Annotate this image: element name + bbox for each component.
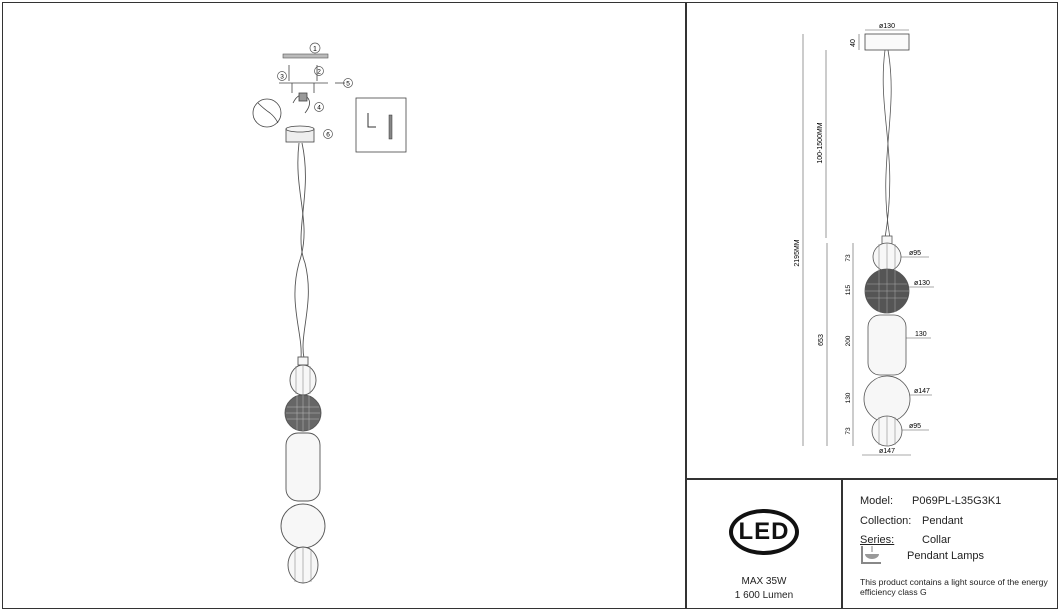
collection-value: Pendant xyxy=(922,515,963,527)
segment-width-2: ø130 xyxy=(914,280,930,287)
callout-2-circle xyxy=(314,66,324,76)
segment-width-1: ø95 xyxy=(909,250,921,257)
lumen-output: 1 600 Lumen xyxy=(734,590,794,601)
product-info-panel: Model: P069PL-L35G3K1 Collection: Pendan… xyxy=(842,479,1058,609)
product-type: Pendant Lamps xyxy=(907,550,985,562)
dim-cables xyxy=(882,49,892,239)
connector-inset xyxy=(355,97,407,153)
callout-3-circle xyxy=(277,71,287,81)
dim-lamp-body xyxy=(863,235,911,447)
led-logo: LED xyxy=(729,509,799,555)
max-power: MAX 35W xyxy=(741,576,787,587)
canopy-diameter: ø130 xyxy=(879,23,895,30)
dim-crystal-mesh xyxy=(865,269,909,313)
body-height: 653 xyxy=(818,334,825,346)
segment-width-4: ø147 xyxy=(914,388,930,395)
base-width: ø147 xyxy=(879,448,895,455)
series-value: Collar xyxy=(922,534,951,546)
callout-2: 2 xyxy=(317,69,321,76)
dimension-drawing-panel: ø130 40 2195MM 100-1500MM 653 73 115 200… xyxy=(686,2,1058,479)
pendant-lamp-icon xyxy=(861,546,881,564)
dim-canopy xyxy=(864,33,910,51)
model-value: P069PL-L35G3K1 xyxy=(912,495,1002,507)
segment-width-5: ø95 xyxy=(909,423,921,430)
pendant-perspective-drawing: 1 2 3 5 4 xyxy=(252,42,407,584)
callout-5: 5 xyxy=(346,81,350,88)
width-leaders xyxy=(901,256,934,431)
callout-4: 4 xyxy=(317,105,321,112)
cable-length: 100-1500MM xyxy=(817,122,824,163)
crystal-mesh xyxy=(286,395,320,431)
callout-5-circle xyxy=(343,78,353,88)
wiring-detail xyxy=(252,92,310,128)
lamp-body xyxy=(280,356,326,584)
segment-height-4: 130 xyxy=(845,392,852,403)
callout-6-circle xyxy=(323,129,333,139)
energy-note: This product contains a light source of … xyxy=(860,577,1048,597)
suspension-cables xyxy=(294,142,309,359)
segment-width-3: 130 xyxy=(915,331,927,338)
segment-height-2: 115 xyxy=(845,284,852,295)
callout-4-circle xyxy=(314,102,324,112)
callout-6: 6 xyxy=(326,132,330,139)
ceiling-hatch xyxy=(282,53,329,59)
main-drawing-panel: 1 2 3 5 4 xyxy=(2,2,686,609)
segment-height-5: 73 xyxy=(845,427,852,435)
collection-label: Collection: xyxy=(860,515,912,527)
dimension-drawing: ø130 40 2195MM 100-1500MM 653 73 115 200… xyxy=(794,23,934,456)
model-label: Model: xyxy=(860,495,894,507)
callout-3: 3 xyxy=(280,74,284,81)
series-label: Series: xyxy=(860,534,895,546)
mounting-bracket xyxy=(279,65,345,93)
canopy-height: 40 xyxy=(850,39,857,47)
segment-height-1: 73 xyxy=(845,254,852,262)
led-panel: LED MAX 35W 1 600 Lumen xyxy=(686,479,842,609)
total-height: 2195MM xyxy=(794,239,801,266)
callout-1-circle xyxy=(309,42,321,54)
callout-1: 1 xyxy=(313,46,317,53)
canopy xyxy=(285,125,315,143)
segment-height-3: 200 xyxy=(845,335,852,346)
